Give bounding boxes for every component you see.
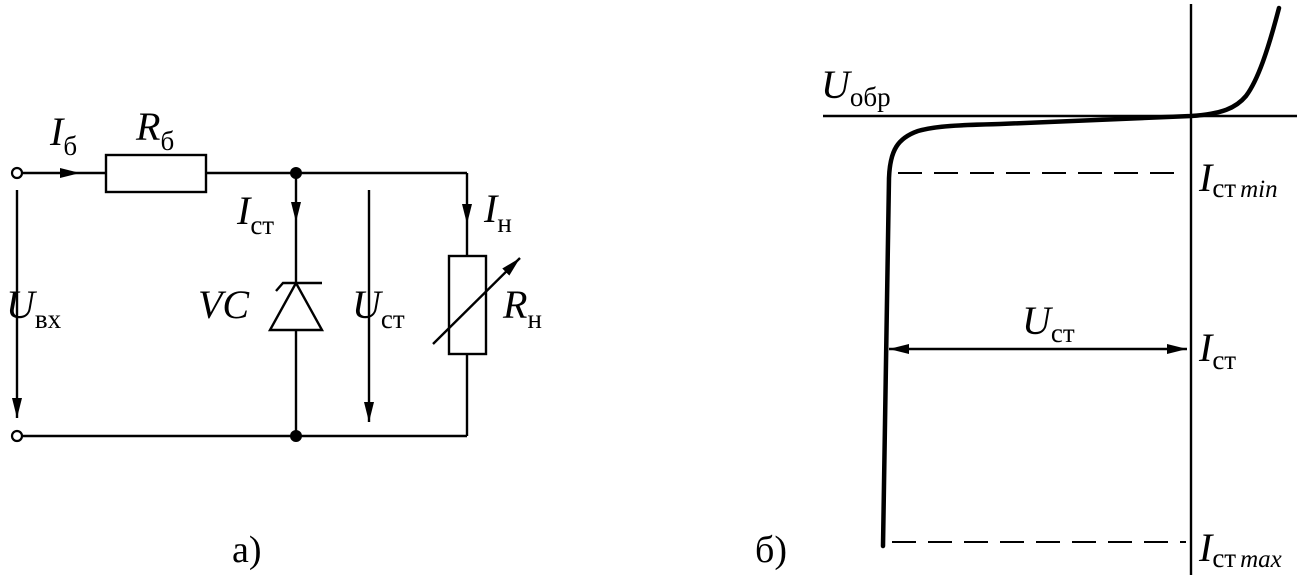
label-u-rev: Uобр: [821, 62, 891, 112]
label-r-b: Rб: [135, 104, 174, 156]
iv-curve: [880, 5, 1282, 549]
load-resistor: [447, 254, 488, 356]
label-u-st-char: Uст: [1022, 298, 1075, 348]
label-vc: VC: [198, 282, 250, 327]
label-i-b: Iб: [49, 109, 77, 161]
label-i-st: Iст: [236, 188, 274, 240]
zener-diode-symbol: [267, 280, 325, 332]
input-terminal-top: [10, 166, 24, 180]
label-i-st-char: Iст: [1198, 325, 1236, 375]
caption-a: а): [232, 529, 262, 571]
label-r-n: Rн: [502, 282, 542, 334]
circuit-diagram: Iб Rб Iст Iн Uвх VC Uст Rн а): [6, 104, 542, 571]
label-u-st: Uст: [352, 282, 405, 334]
label-u-in: Uвх: [6, 282, 62, 334]
ballast-resistor: [104, 153, 208, 194]
caption-b: б): [755, 529, 787, 571]
label-i-n: Iн: [483, 186, 512, 238]
input-terminal-bottom: [10, 429, 24, 443]
variable-arrow: [432, 257, 521, 345]
